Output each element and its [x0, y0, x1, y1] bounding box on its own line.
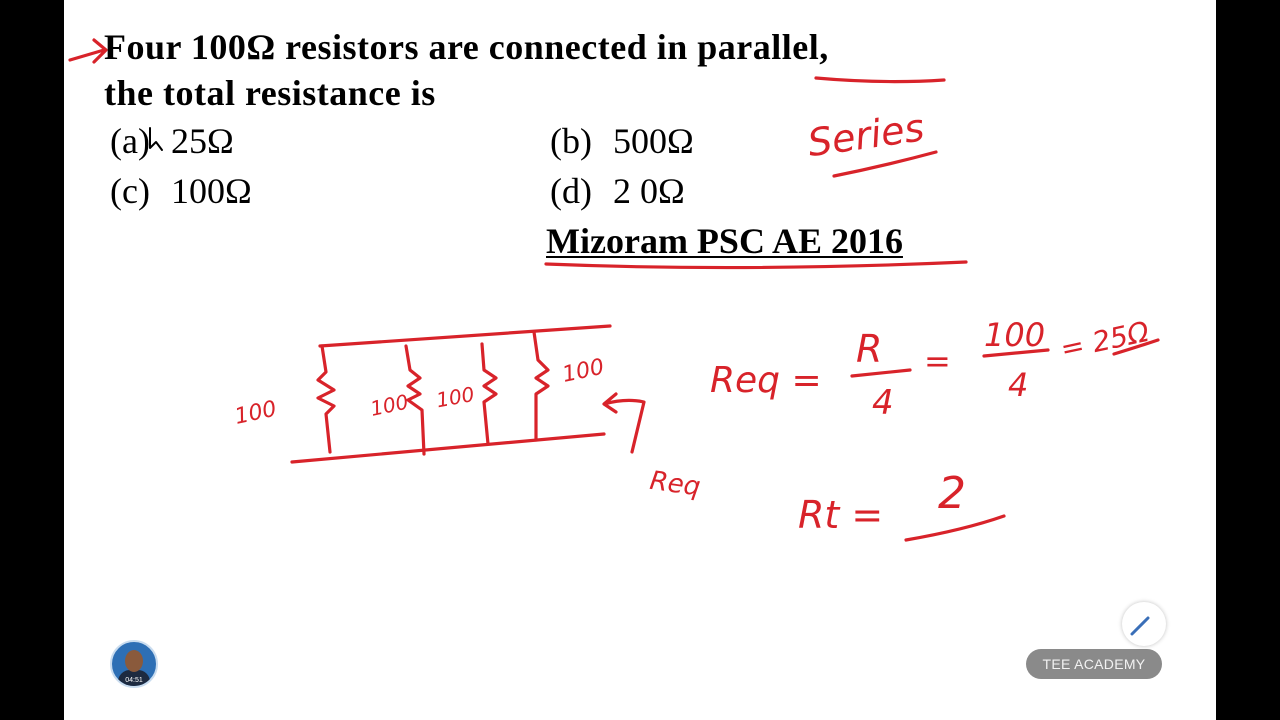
rt-label: Rt =	[798, 493, 883, 537]
option-a: (a) 25Ω	[110, 120, 234, 162]
option-b-key: (b)	[550, 121, 592, 161]
resistor-label-3: 100	[434, 382, 476, 412]
req-label: Req	[648, 466, 702, 503]
formula-4a: 4	[872, 383, 894, 423]
underline-exam	[544, 260, 968, 270]
underline-series	[832, 150, 938, 178]
note-series: Series	[805, 105, 927, 165]
avatar-body	[118, 670, 150, 686]
req-arrow	[602, 392, 646, 454]
exam-tag: Mizoram PSC AE 2016	[546, 221, 903, 261]
formula-4b: 4	[1008, 366, 1028, 404]
option-a-value: 25Ω	[170, 121, 234, 161]
question-line-2: the total resistance is	[104, 73, 436, 113]
channel-watermark: TEE ACADEMY	[1026, 649, 1162, 679]
formula-result: = 25Ω	[1058, 315, 1153, 366]
resistor-label-4: 100	[560, 355, 606, 388]
circuit-top-wire	[318, 324, 612, 348]
pen-icon	[1130, 616, 1150, 636]
resistor-label-2: 100	[368, 389, 410, 420]
resistor-2	[404, 344, 426, 456]
presenter-avatar[interactable]: 04:51	[110, 640, 158, 688]
formula-100: 100	[984, 316, 1045, 354]
fraction-bar-2	[982, 348, 1050, 358]
fraction-bar-1	[850, 368, 912, 378]
whiteboard-page: Four 100Ω resistors are connected in par…	[64, 0, 1216, 720]
formula-r: R	[856, 327, 882, 371]
underline-parallel	[814, 76, 946, 84]
avatar-face	[125, 650, 143, 672]
resistor-label-1: 100	[233, 397, 279, 430]
formula-lhs: Req =	[710, 360, 822, 401]
avatar-timestamp: 04:51	[125, 677, 143, 684]
option-b: (b) 500Ω	[550, 120, 694, 162]
circuit-bottom-wire	[290, 432, 606, 464]
cursor-icon	[149, 127, 163, 151]
option-c-key: (c)	[110, 171, 150, 211]
resistor-4	[532, 330, 550, 442]
pen-tool-button[interactable]	[1122, 602, 1166, 646]
resistor-3	[480, 342, 498, 446]
option-d-value: 2 0Ω	[612, 171, 685, 211]
ink-annotations: Series 100 100 100 100 Req Req = R 4 = 1…	[68, 38, 1160, 542]
option-d: (d) 2 0Ω	[550, 170, 685, 212]
underline-rt	[904, 514, 1006, 542]
rt-value: 2	[938, 468, 966, 519]
option-c-value: 100Ω	[170, 171, 252, 211]
option-b-value: 500Ω	[612, 121, 694, 161]
question-line-1: Four 100Ω resistors are connected in par…	[104, 27, 829, 67]
formula-eq: =	[924, 342, 951, 380]
resistor-1	[316, 344, 336, 454]
option-c: (c) 100Ω	[110, 170, 252, 212]
underline-result	[1112, 338, 1160, 356]
option-a-key: (a)	[110, 121, 150, 161]
option-d-key: (d)	[550, 171, 592, 211]
pointer-arrow-icon	[68, 38, 108, 64]
